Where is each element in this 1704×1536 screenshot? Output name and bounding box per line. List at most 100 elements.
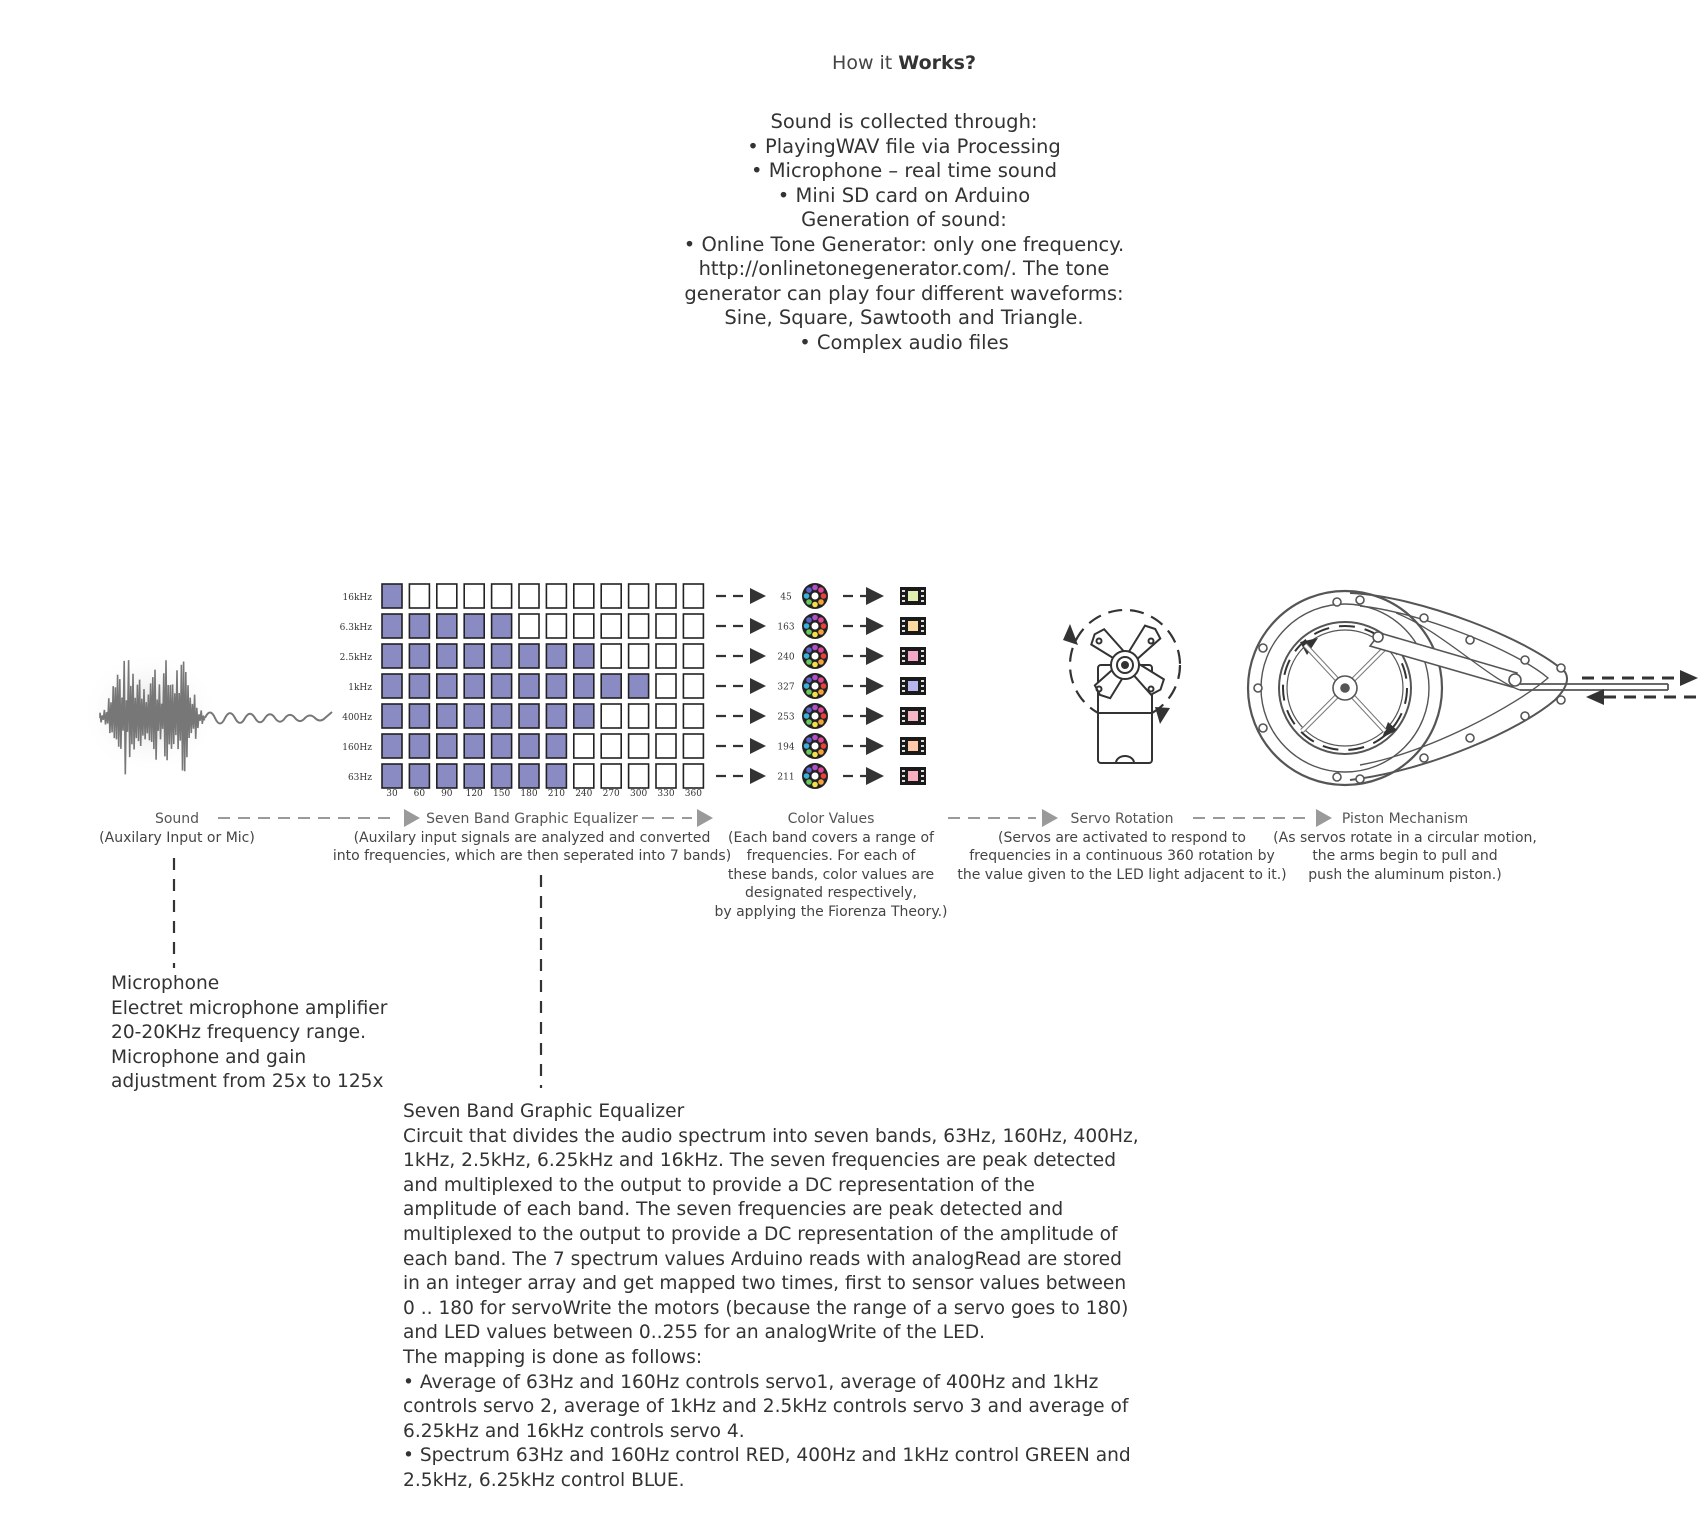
microphone-note-line: Microphone and gain: [111, 1046, 307, 1068]
color-wheel-dot: [806, 737, 812, 743]
eq-cell-filled: [408, 763, 431, 789]
led-pin: [902, 630, 905, 632]
intro-line: Sine, Square, Sawtooth and Triangle.: [724, 306, 1084, 329]
eq-cell-empty: [655, 643, 677, 669]
led-pin: [921, 775, 924, 777]
stage-color-line: these bands, color values are: [727, 866, 935, 883]
color-value-label: 163: [777, 623, 794, 633]
band-label: 63Hz: [348, 773, 372, 783]
led-pin: [902, 655, 905, 657]
equalizer-note-line: multiplexed to the output to provide a D…: [403, 1223, 1118, 1245]
band-label: 160Hz: [342, 743, 372, 753]
color-wheel-center: [811, 742, 819, 750]
eq-cell-empty: [600, 763, 623, 789]
led-light: [908, 591, 918, 601]
stage-equalizer-line: (Auxilary input signals are analyzed and…: [353, 829, 711, 846]
stage-servo-line: (Servos are activated to respond to: [998, 829, 1246, 846]
stage-color-line: by applying the Fiorenza Theory.): [714, 903, 948, 920]
intro-line: • Complex audio files: [799, 330, 1009, 354]
color-wheel-center: [811, 712, 819, 720]
color-value-label: 253: [777, 713, 794, 723]
eq-cell-empty: [655, 733, 677, 759]
color-wheel-dot: [803, 683, 810, 689]
color-wheel-dot: [818, 599, 824, 605]
led-pin: [921, 720, 924, 722]
column-label: 210: [548, 789, 565, 799]
piston-push-arrows: [1582, 670, 1702, 705]
led-pin: [902, 680, 905, 682]
color-wheel-dot: [803, 773, 810, 779]
band-label: 6.3kHz: [340, 623, 373, 633]
color-wheel-dot: [820, 653, 827, 659]
color-wheel-dot: [806, 749, 812, 755]
equalizer-note-line: Seven Band Graphic Equalizer: [403, 1101, 685, 1122]
led-pin: [902, 625, 905, 627]
color-wheel-dot: [803, 653, 810, 659]
stage-servo-rotation: Servo Rotation (Servos are activated to …: [957, 810, 1286, 884]
color-wheel-dot: [803, 593, 810, 599]
arrow-head: [866, 737, 884, 755]
column-label: 30: [386, 789, 398, 799]
led-pin: [921, 595, 924, 597]
color-wheel-dot: [806, 767, 812, 773]
color-wheel-dot: [803, 623, 810, 629]
eq-cell-filled: [408, 613, 431, 639]
eq-cell-filled: [490, 733, 513, 759]
color-wheel-dot: [806, 617, 812, 623]
color-wheel-dot: [806, 779, 812, 785]
color-wheel-center: [811, 772, 819, 780]
eq-cell-filled: [463, 703, 486, 729]
eq-cell-filled: [490, 703, 513, 729]
band-label: 16kHz: [343, 593, 373, 603]
color-wheel-dot: [818, 617, 824, 623]
eq-cell-empty: [572, 763, 595, 789]
led-pin: [902, 775, 905, 777]
eq-cell-filled: [408, 673, 431, 699]
equalizer-note-line: 1kHz, 2.5kHz, 6.25kHz and 16kHz. The sev…: [403, 1150, 1116, 1172]
eq-cell-empty: [655, 703, 677, 729]
column-label: 360: [685, 789, 702, 799]
color-wheel-dot: [812, 631, 818, 638]
led-pin: [921, 590, 924, 592]
eq-cell-filled: [381, 703, 403, 729]
color-wheel-dot: [818, 647, 824, 653]
led-pin: [902, 745, 905, 747]
color-wheel-center: [811, 622, 819, 630]
eq-cell-filled: [518, 643, 540, 669]
eq-cell-filled: [381, 763, 403, 789]
eq-cell-empty: [655, 613, 677, 639]
led-pin: [902, 595, 905, 597]
color-wheel-dot: [812, 601, 818, 608]
eq-cell-empty: [545, 583, 568, 609]
color-wheel-center: [811, 592, 819, 600]
eq-cell-filled: [545, 763, 568, 789]
column-label: 270: [603, 789, 620, 799]
led-pin: [902, 690, 905, 692]
microphone-note-line: Microphone: [111, 973, 220, 994]
color-wheel-dot: [820, 593, 827, 599]
eq-cell-filled: [381, 643, 403, 669]
stage-color-line: designated respectively,: [745, 885, 917, 901]
led-pin: [902, 780, 905, 782]
eq-cell-filled: [490, 613, 513, 639]
led-pin: [902, 770, 905, 772]
microphone-note: Microphone Electret microphone amplifier…: [111, 972, 387, 1095]
color-wheel-dot: [812, 691, 818, 698]
led-pin: [921, 650, 924, 652]
eq-cell-filled: [600, 673, 623, 699]
microphone-note-line: adjustment from 25x to 125x: [111, 1071, 384, 1093]
eq-cell-empty: [545, 613, 568, 639]
color-wheel-dot: [820, 743, 827, 749]
page-title: How it Works?: [0, 52, 1704, 74]
led-pin: [921, 630, 924, 632]
color-wheel-dot: [812, 751, 818, 758]
eq-cell-empty: [600, 583, 623, 609]
led-pin: [921, 660, 924, 662]
eq-cell-empty: [682, 613, 705, 639]
equalizer-note: Seven Band Graphic Equalizer Circuit tha…: [403, 1100, 1139, 1494]
stage-piston-line: push the aluminum piston.): [1308, 866, 1502, 883]
eq-cell-empty: [682, 643, 705, 669]
color-wheel-dot: [818, 719, 824, 725]
